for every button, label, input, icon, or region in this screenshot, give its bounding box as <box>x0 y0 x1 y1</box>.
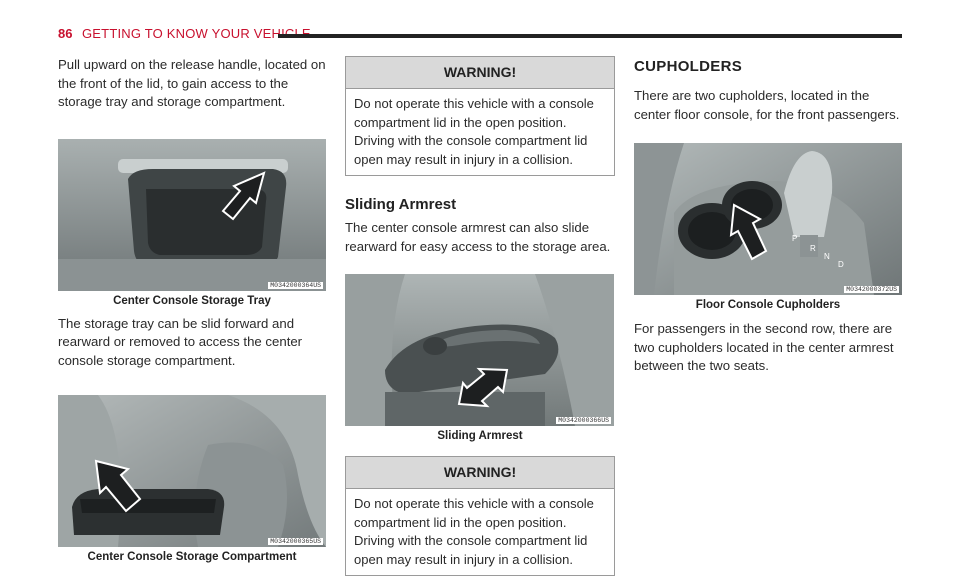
column-1: Pull upward on the release handle, locat… <box>58 56 326 563</box>
cupholders-heading: CUPHOLDERS <box>634 58 743 75</box>
figure-code: M0342000364US <box>268 281 323 289</box>
figure-code: M0342000365US <box>268 538 323 545</box>
storage-compartment-figure: M0342000365US <box>58 395 326 547</box>
warning-box: WARNING! Do not operate this vehicle wit… <box>345 56 615 176</box>
sliding-armrest-figure: M0342000366US <box>345 274 614 426</box>
page-number: 86 <box>58 26 73 41</box>
intro-paragraph: Pull upward on the release handle, locat… <box>58 57 326 109</box>
chapter-title: GETTING TO KNOW YOUR VEHICLE <box>82 26 311 41</box>
figure-caption: Center Console Storage Tray <box>113 294 271 307</box>
second-row-paragraph: For passengers in the second row, there … <box>634 321 894 373</box>
sliding-armrest-heading: Sliding Armrest <box>345 196 457 213</box>
floor-console-cupholders-figure: P R N D M0342000372US <box>634 143 902 295</box>
column-2: WARNING! Do not operate this vehicle wit… <box>345 56 615 576</box>
column-3: CUPHOLDERS There are two cupholders, loc… <box>634 56 902 376</box>
svg-text:P: P <box>792 234 797 243</box>
svg-text:D: D <box>838 260 844 269</box>
storage-tray-figure: M0342000364US <box>58 138 326 291</box>
warning-text: Do not operate this vehicle with a conso… <box>354 496 594 567</box>
header-rule <box>278 34 902 38</box>
page-header: 86 GETTING TO KNOW YOUR VEHICLE <box>58 26 902 46</box>
cupholders-paragraph: There are two cupholders, located in the… <box>634 88 900 122</box>
figure-code: M0342000366US <box>556 417 611 424</box>
figure-caption: Sliding Armrest <box>437 430 523 442</box>
warning-box: WARNING! Do not operate this vehicle wit… <box>345 456 615 576</box>
armrest-paragraph: The center console armrest can also slid… <box>345 220 611 254</box>
warning-text: Do not operate this vehicle with a conso… <box>354 96 594 167</box>
figure-caption: Center Console Storage Compartment <box>87 551 297 563</box>
svg-text:R: R <box>810 244 816 253</box>
figure-caption: Floor Console Cupholders <box>695 299 841 311</box>
warning-title: WARNING! <box>346 457 614 489</box>
warning-title: WARNING! <box>346 57 614 89</box>
svg-text:N: N <box>824 252 830 261</box>
figure-code: M0342000372US <box>844 286 899 293</box>
tray-paragraph: The storage tray can be slid forward and… <box>58 315 303 368</box>
